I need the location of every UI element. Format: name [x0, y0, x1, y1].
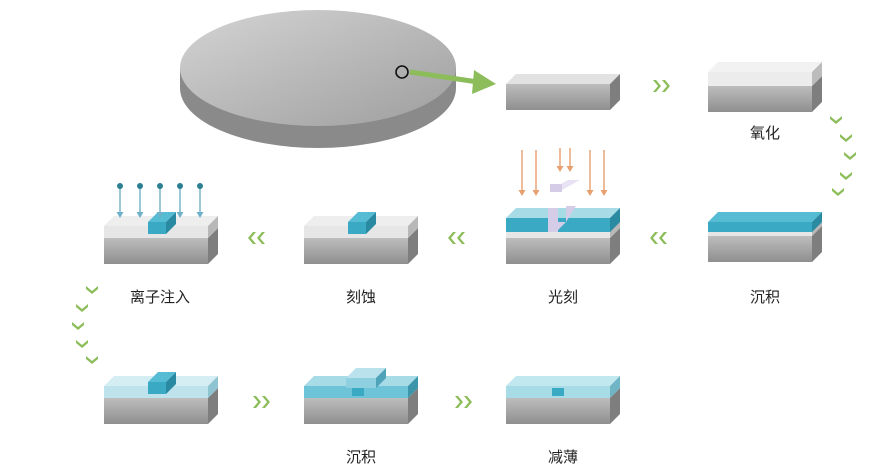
- wafer-disc: [180, 10, 456, 148]
- label-photolithography: 光刻: [547, 288, 578, 306]
- wafer-arrow: [409, 69, 496, 94]
- block-thinning: [506, 376, 620, 424]
- block-etching: [304, 212, 418, 264]
- label-ion-implantation: 离子注入: [129, 288, 190, 306]
- label-thinning: 减薄: [547, 448, 578, 466]
- block-wafer-slice: [506, 74, 620, 110]
- block-photolithography: [506, 148, 620, 264]
- block-oxidation: [708, 62, 822, 112]
- label-deposition-2: 沉积: [345, 448, 376, 466]
- block-deposition-2: [304, 368, 418, 424]
- block-ion-implantation: [104, 183, 218, 264]
- block-deposition-1: [708, 212, 822, 262]
- label-oxidation: 氧化: [749, 124, 780, 142]
- label-deposition-1: 沉积: [749, 288, 780, 306]
- die-marker-circle: [395, 65, 409, 79]
- block-implanted-result: [104, 372, 218, 424]
- flow-chevrons: [72, 80, 856, 408]
- label-etching: 刻蚀: [345, 288, 376, 306]
